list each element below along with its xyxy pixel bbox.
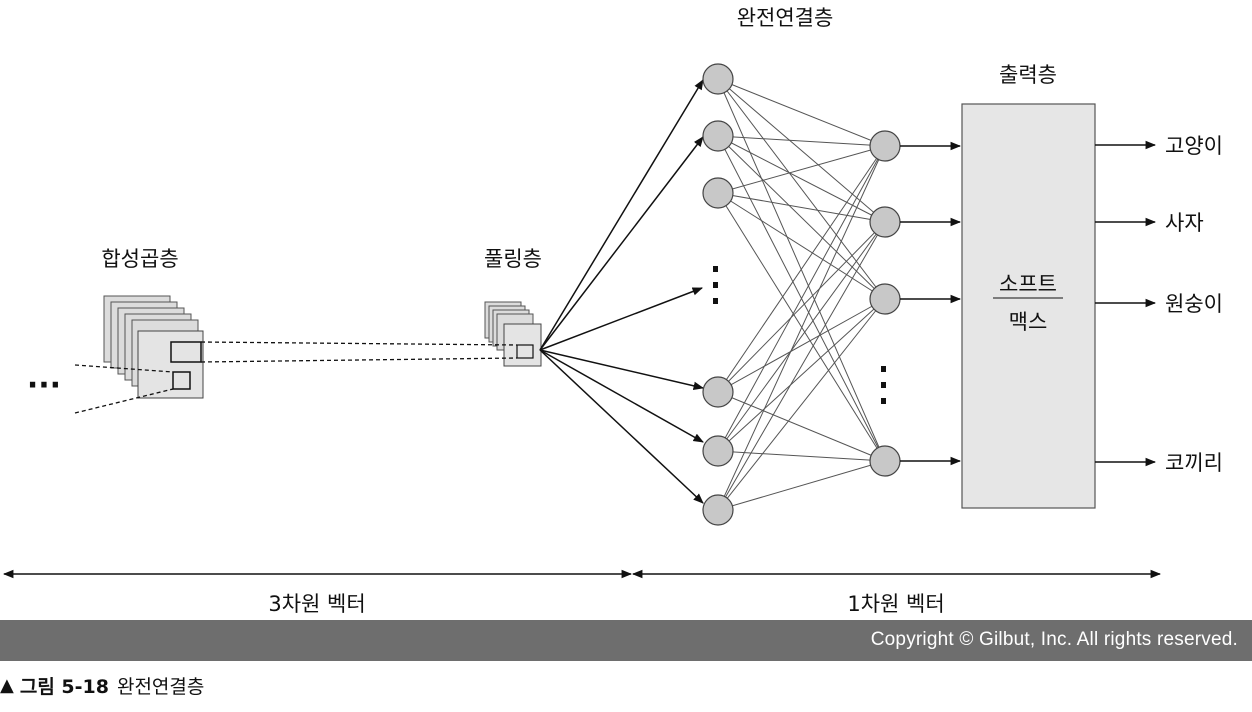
projection-lines	[74, 341, 518, 414]
fc-column-1	[702, 63, 734, 526]
copyright-text: Copyright © Gilbut, Inc. All rights rese…	[870, 629, 1238, 650]
fc1-node	[702, 435, 734, 467]
softmax-label-line2: 맥스	[1009, 310, 1048, 334]
conv-layer-stack	[103, 295, 204, 399]
fc2-node	[869, 206, 901, 238]
vector-3d-label: 3차원 벡터	[268, 592, 365, 616]
figure-title: 완전연결층	[116, 675, 205, 698]
fc-connections	[717, 78, 886, 511]
fc1-node	[702, 177, 734, 209]
output-label-elephant: 코끼리	[1165, 451, 1223, 475]
output-label-cat: 고양이	[1165, 134, 1223, 158]
output-arrows	[1095, 140, 1157, 467]
fc2-node	[869, 445, 901, 477]
fc2-node	[869, 283, 901, 315]
fc1-ellipsis	[713, 266, 718, 304]
figure-number: 그림 5-18	[19, 675, 109, 698]
triangle-marker-icon: ▲	[0, 674, 14, 696]
copyright-bar	[0, 620, 1252, 661]
output-label-monkey: 원숭이	[1165, 292, 1223, 316]
softmax-label-line1: 소프트	[999, 272, 1057, 296]
fc1-node	[702, 63, 734, 95]
pool-layer-stack	[484, 301, 542, 367]
left-ellipsis: ···	[27, 368, 61, 403]
output-label-lion: 사자	[1165, 211, 1204, 235]
vector-1d-label: 1차원 벡터	[847, 592, 944, 616]
pool-layer-label: 풀링층	[484, 247, 542, 271]
fc1-node	[702, 120, 734, 152]
conv-layer-label: 합성곱층	[101, 247, 178, 271]
fc1-node	[702, 376, 734, 408]
figure-caption: ▲ 그림 5-18 완전연결층	[0, 670, 204, 700]
fc1-node	[702, 494, 734, 526]
output-layer-box	[961, 103, 1096, 509]
fc-column-2	[869, 130, 901, 477]
pool-to-fc-arrows	[539, 79, 705, 504]
fc2-node	[869, 130, 901, 162]
fully-connected-diagram: 완전연결층 출력층 합성곱층 풀링층 소프트 맥스 ··· 고양이 사자 원숭이…	[2, 6, 1223, 616]
fc2-ellipsis	[881, 366, 886, 404]
fc-to-output-arrows	[900, 141, 962, 466]
output-layer-label: 출력층	[999, 63, 1057, 87]
fc-layer-label: 완전연결층	[737, 6, 834, 30]
